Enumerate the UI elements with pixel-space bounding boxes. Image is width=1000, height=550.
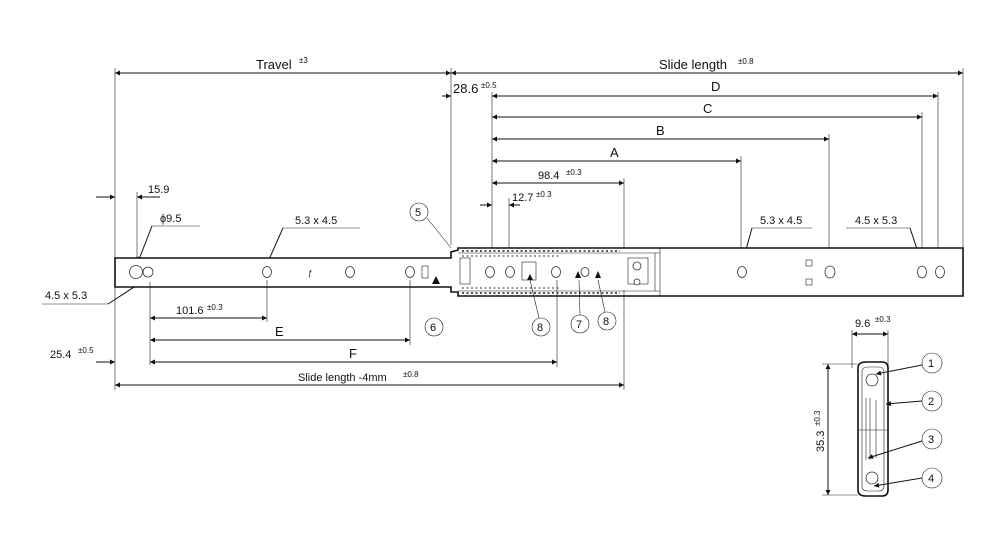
travel-label: Travel bbox=[256, 57, 292, 72]
dim-9-6-tolerance: ±0.3 bbox=[875, 315, 891, 324]
dim-12-7: 12.7 ±0.3 bbox=[480, 190, 552, 262]
slide-minus-label: Slide length -4mm bbox=[298, 372, 387, 384]
svg-text:8: 8 bbox=[603, 316, 609, 328]
slot-left-leader: 5.3 x 4.5 bbox=[266, 215, 360, 265]
phi-9-5-leader: ϕ9.5 bbox=[137, 213, 200, 263]
travel-dimension: Travel ±3 bbox=[114, 56, 452, 258]
dim-A-label: A bbox=[610, 145, 619, 160]
dim-28-6-label: 28.6 bbox=[453, 81, 478, 96]
slot-right2-label: 4.5 x 5.3 bbox=[855, 215, 897, 227]
slot bbox=[262, 266, 272, 278]
dim-D-label: D bbox=[711, 79, 720, 94]
slot bbox=[405, 266, 415, 278]
dim-D: D bbox=[492, 79, 939, 262]
slide-length-label: Slide length bbox=[659, 57, 727, 72]
dim-9-6-label: 9.6 bbox=[855, 318, 870, 330]
callout-4: 4 bbox=[873, 467, 943, 489]
dim-A: A bbox=[492, 145, 742, 262]
slot-end-label: 4.5 x 5.3 bbox=[45, 290, 87, 302]
dim-28-6-tolerance: ±0.5 bbox=[481, 81, 497, 90]
dim-98-4-label: 98.4 bbox=[538, 170, 559, 182]
svg-text:ƒ: ƒ bbox=[308, 269, 312, 278]
dim-C-label: C bbox=[703, 101, 712, 116]
callout-8-left: 8 bbox=[529, 279, 551, 337]
callout-6: 6 bbox=[424, 317, 444, 337]
hole bbox=[129, 265, 143, 279]
cross-section-view: 9.6 ±0.3 35.3 ±0.3 bbox=[813, 315, 891, 497]
svg-text:2: 2 bbox=[928, 396, 934, 408]
slide-length-tolerance: ±0.8 bbox=[738, 57, 754, 66]
slide-minus-tolerance: ±0.8 bbox=[403, 370, 419, 379]
dim-15-9: 15.9 bbox=[96, 184, 169, 262]
dim-12-7-tolerance: ±0.3 bbox=[536, 190, 552, 199]
svg-text:7: 7 bbox=[576, 319, 582, 331]
svg-text:4: 4 bbox=[928, 473, 934, 485]
slide-body: ƒ bbox=[114, 247, 964, 297]
slot-end-leader: 4.5 x 5.3 bbox=[42, 277, 149, 305]
dim-F: F bbox=[150, 280, 558, 367]
dim-12-7-label: 12.7 bbox=[512, 192, 533, 204]
slide-length-dimension: Slide length ±0.8 bbox=[451, 57, 964, 248]
dim-F-label: F bbox=[349, 346, 357, 361]
dim-35-3-label: 35.3 bbox=[815, 431, 827, 452]
dim-B: B bbox=[492, 123, 830, 262]
travel-tolerance: ±3 bbox=[299, 56, 308, 65]
callout-7: 7 bbox=[570, 279, 590, 334]
slot-left-label: 5.3 x 4.5 bbox=[295, 215, 337, 227]
callout-5: 5 bbox=[409, 202, 452, 249]
callout-3: 3 bbox=[867, 428, 943, 459]
dim-25-4-label: 25.4 bbox=[50, 349, 71, 361]
dim-98-4-tolerance: ±0.3 bbox=[566, 168, 582, 177]
phi-9-5-label: ϕ9.5 bbox=[160, 213, 181, 225]
dim-101-6: 101.6 ±0.3 bbox=[149, 280, 268, 365]
slot bbox=[345, 266, 355, 278]
dim-E-label: E bbox=[275, 324, 284, 339]
dim-101-6-tolerance: ±0.3 bbox=[207, 303, 223, 312]
callout-1: 1 bbox=[875, 352, 943, 376]
dim-35-3-tolerance: ±0.3 bbox=[813, 410, 822, 426]
ball-bearings-bottom bbox=[462, 287, 620, 294]
dim-15-9-label: 15.9 bbox=[148, 184, 169, 196]
dim-slide-length-minus-4: Slide length -4mm ±0.8 bbox=[115, 290, 625, 390]
callout-2: 2 bbox=[885, 390, 943, 412]
dim-C: C bbox=[492, 101, 923, 262]
dim-E: E bbox=[150, 280, 411, 345]
ball-bearings-top bbox=[462, 250, 620, 257]
hole bbox=[142, 266, 154, 278]
dim-98-4: 98.4 ±0.3 bbox=[492, 168, 625, 262]
svg-text:1: 1 bbox=[928, 358, 934, 370]
callout-8-right: 8 bbox=[597, 279, 617, 331]
svg-text:6: 6 bbox=[430, 322, 436, 334]
dim-25-4-tolerance: ±0.5 bbox=[78, 346, 94, 355]
svg-text:5: 5 bbox=[415, 207, 421, 219]
dim-B-label: B bbox=[656, 123, 665, 138]
dim-101-6-label: 101.6 bbox=[176, 305, 204, 317]
slot-right1-label: 5.3 x 4.5 bbox=[760, 215, 802, 227]
svg-text:8: 8 bbox=[537, 322, 543, 334]
svg-text:3: 3 bbox=[928, 434, 934, 446]
dim-25-4: 25.4 ±0.5 bbox=[50, 287, 170, 390]
